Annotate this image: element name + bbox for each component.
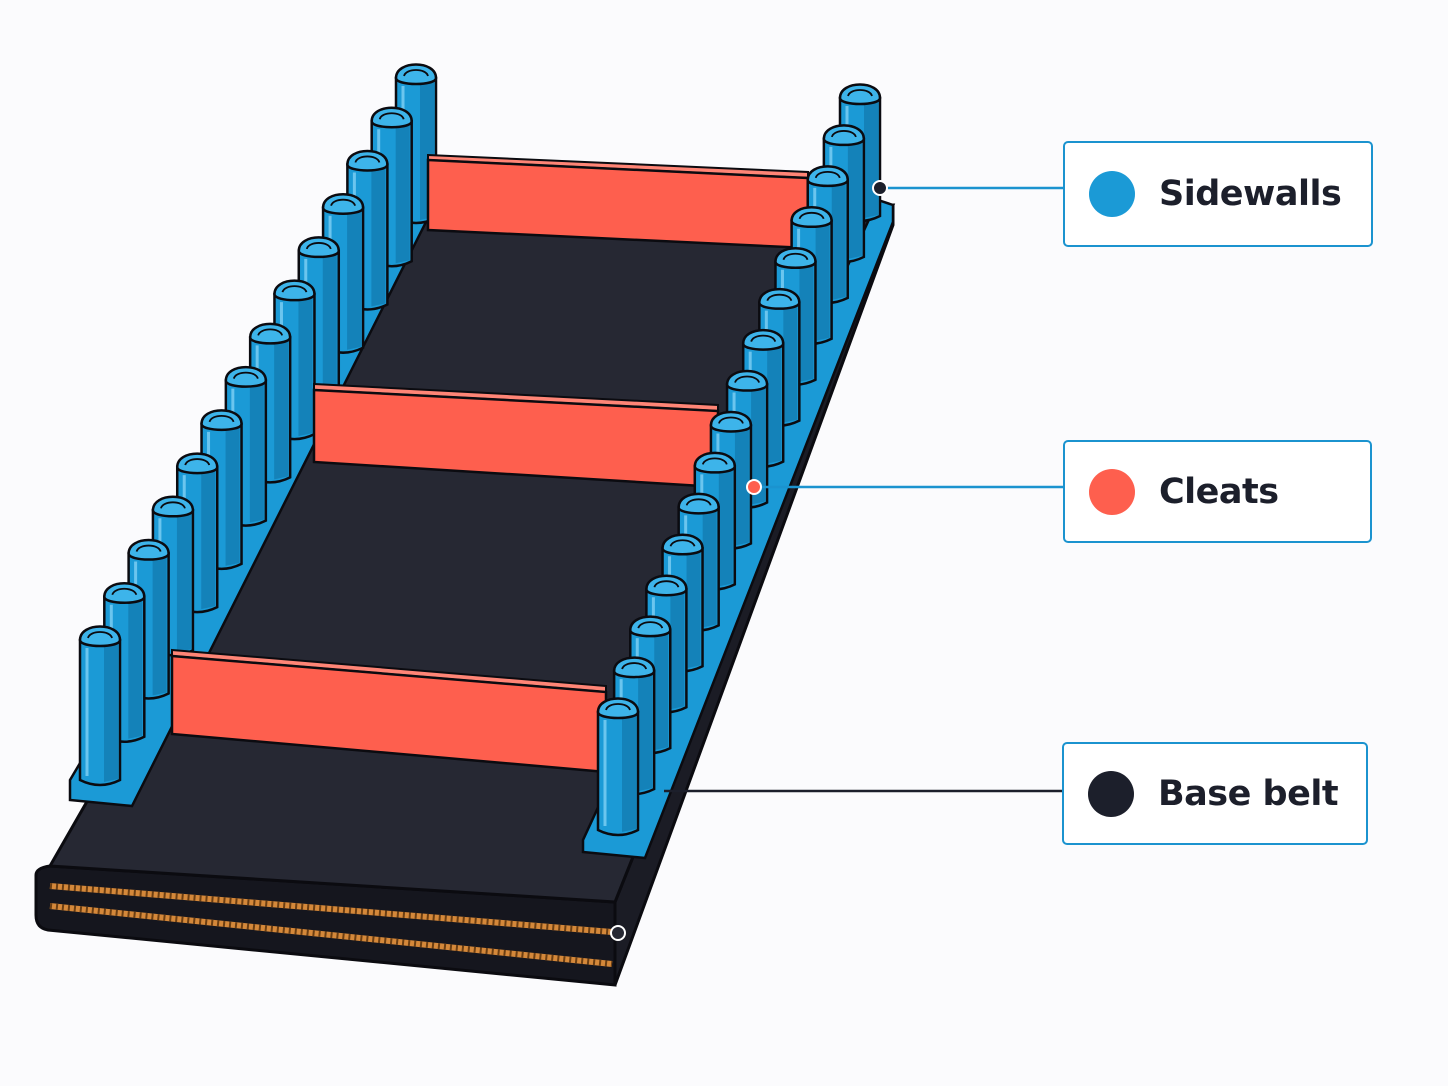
belt-ply-lower-hatch <box>49 903 613 967</box>
cleat-top <box>426 153 810 250</box>
sidewall-corrugation <box>78 625 122 787</box>
cleats-label-text: Cleats <box>1159 471 1279 512</box>
cleats-swatch-icon <box>1089 468 1135 515</box>
belt-ply-upper-hatch <box>49 883 613 935</box>
base-belt-label-text: Base belt <box>1158 773 1339 814</box>
label-cleats: Cleats <box>1063 440 1372 543</box>
right-sidewall <box>581 83 895 860</box>
label-sidewalls: Sidewalls <box>1063 141 1373 247</box>
cleat-bottom <box>170 648 608 774</box>
base-belt-swatch-icon <box>1088 770 1134 817</box>
leader-dot-cleats <box>746 479 762 495</box>
sidewalls-swatch-icon <box>1089 171 1135 217</box>
sidewalls-label-text: Sidewalls <box>1159 174 1342 214</box>
leader-dot-sidewalls <box>872 180 888 196</box>
left-sidewall <box>68 63 438 808</box>
label-base-belt: Base belt <box>1062 742 1368 845</box>
leader-lines <box>610 180 1064 941</box>
cleats <box>170 153 810 774</box>
leader-dot-base-belt <box>610 925 626 941</box>
sidewall-corrugation <box>596 697 640 837</box>
